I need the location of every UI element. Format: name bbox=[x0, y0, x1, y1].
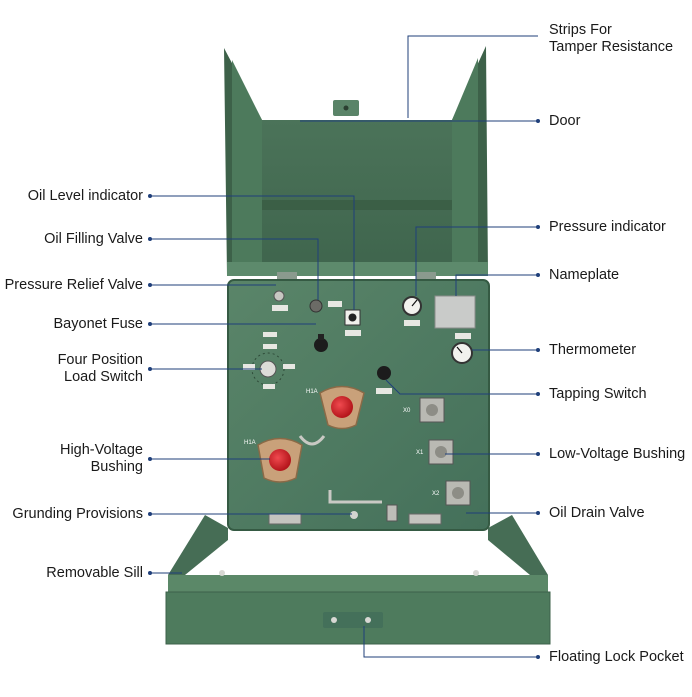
hv-bushing-right bbox=[319, 385, 365, 430]
panel-components bbox=[243, 290, 476, 525]
label-pressure-indicator: Pressure indicator bbox=[549, 219, 666, 235]
door bbox=[224, 46, 488, 280]
label-door: Door bbox=[549, 113, 581, 129]
leader-tapping bbox=[385, 379, 538, 395]
label-pressure-relief: Pressure Relief Valve bbox=[4, 277, 143, 293]
label-grounding: Grunding Provisions bbox=[12, 506, 143, 522]
label-hv-bushing: High-Voltage Bushing bbox=[59, 442, 143, 475]
lv-bushing-x2 bbox=[445, 480, 471, 506]
tag-x1: X1 bbox=[416, 450, 424, 456]
lv-bushing-x1 bbox=[428, 439, 454, 465]
leader-floating-lock bbox=[363, 626, 538, 658]
label-oil-filling: Oil Filling Valve bbox=[44, 231, 143, 247]
leader-nameplate bbox=[455, 274, 538, 296]
removable-sill bbox=[165, 515, 551, 645]
tag-x0: X0 bbox=[403, 408, 411, 414]
leader-oil-filling bbox=[150, 238, 319, 300]
label-oil-drain: Oil Drain Valve bbox=[549, 505, 645, 521]
tag-h1a-right: H1A bbox=[306, 389, 318, 395]
leader-lines bbox=[148, 35, 540, 659]
leader-pressure-indicator bbox=[415, 226, 538, 296]
label-oil-level: Oil Level indicator bbox=[27, 188, 143, 204]
label-bayonet-fuse: Bayonet Fuse bbox=[53, 316, 143, 332]
tag-h1a-left: H1A bbox=[244, 440, 256, 446]
leader-oil-level bbox=[150, 195, 355, 310]
leader-strips bbox=[407, 35, 538, 118]
label-tapping-switch: Tapping Switch bbox=[549, 386, 647, 402]
label-four-position: Four Position Load Switch bbox=[57, 352, 143, 385]
label-nameplate: Nameplate bbox=[549, 267, 620, 283]
hv-bushing-left bbox=[257, 437, 303, 483]
lv-bushing-x0 bbox=[419, 397, 445, 423]
tag-x2: X2 bbox=[432, 491, 440, 497]
label-floating-lock: Floating Lock Pocket bbox=[549, 649, 684, 665]
label-thermometer: Thermometer bbox=[549, 342, 637, 358]
label-strips: Strips For Tamper Resistance bbox=[549, 22, 674, 55]
label-removable-sill: Removable Sill bbox=[46, 565, 143, 581]
label-lv-bushing: Low-Voltage Bushing bbox=[549, 446, 686, 462]
